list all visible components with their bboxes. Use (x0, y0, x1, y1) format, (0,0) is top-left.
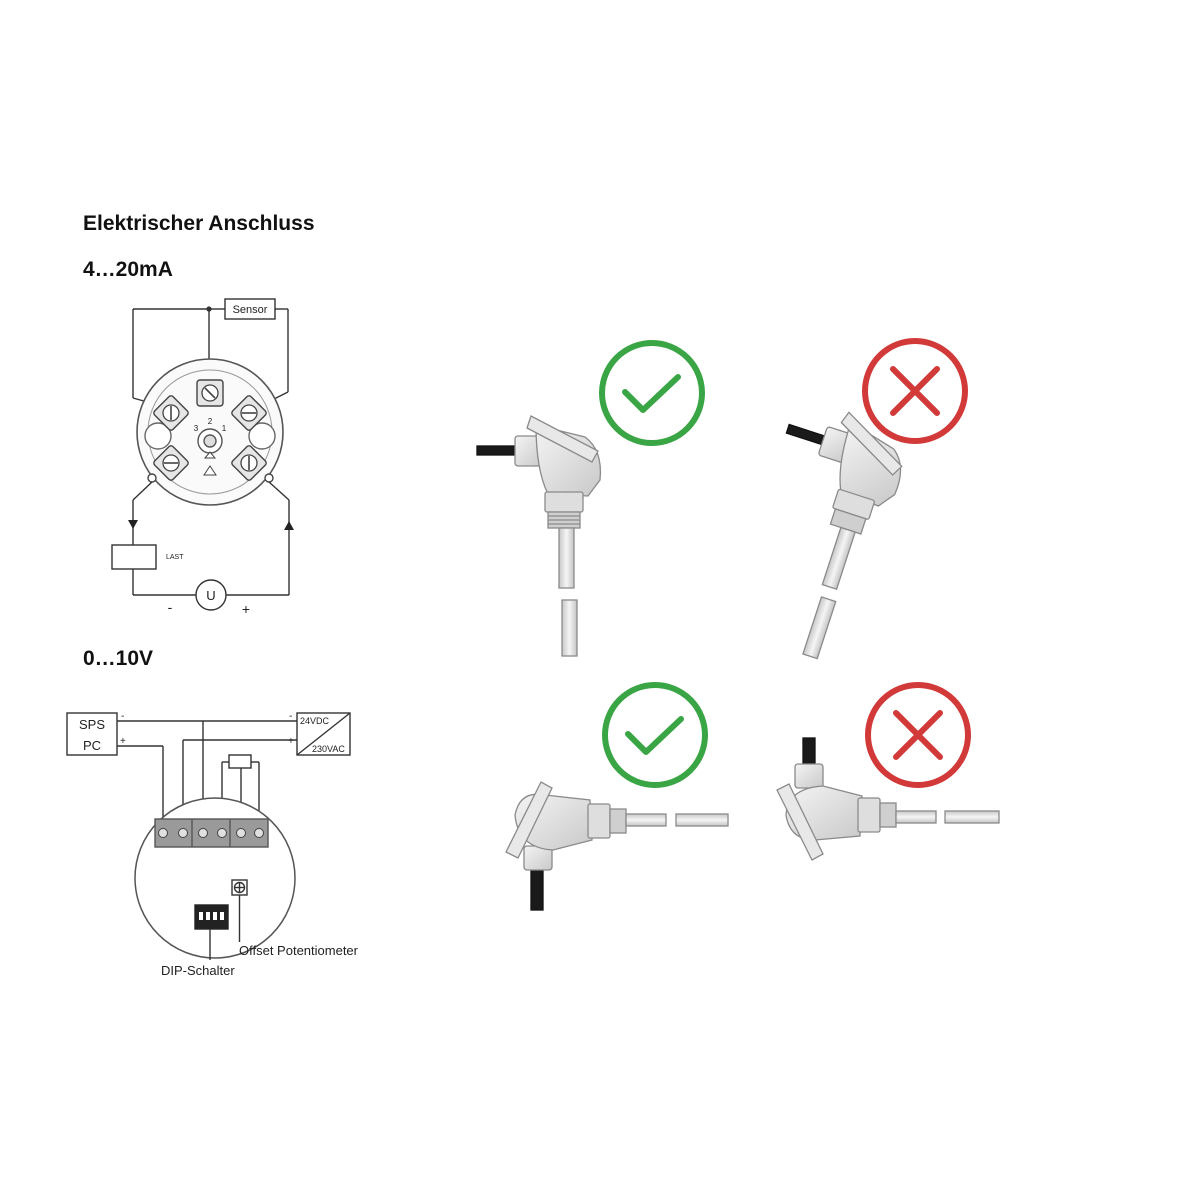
pc-label: PC (83, 738, 101, 753)
load-label: LAST (166, 554, 184, 561)
sps-label: SPS (79, 717, 105, 732)
mounting-status-icon-2 (862, 338, 968, 444)
mounting-status-icon-4 (865, 682, 971, 788)
plus-label: + (242, 601, 250, 617)
sps-minus-label: - (121, 711, 124, 722)
supply-top-label: 24VDC (300, 716, 330, 726)
supply-minus-label: - (289, 711, 292, 722)
supply-bottom-label: 230VAC (312, 744, 345, 754)
terminal-number-1: 1 (222, 424, 227, 433)
terminal-number-2: 2 (208, 417, 213, 426)
mounting-status-icon-1 (599, 340, 705, 446)
sensor-label: Sensor (233, 304, 268, 316)
mounting-example-3 (505, 781, 729, 911)
section-heading-current: 4…20mA (83, 258, 173, 281)
check-icon (602, 682, 708, 788)
mounting-status-icon-3 (602, 682, 708, 788)
page-title: Elektrischer Anschluss (83, 212, 315, 235)
mounting-example-4 (776, 737, 1000, 861)
voltage-output-diagram (66, 712, 351, 960)
voltage-diagram-labels: SPS PC - + - + 24VDC 230VAC DIP-Schalter… (79, 711, 359, 978)
terminal-screws (158, 828, 264, 838)
terminal-block (154, 818, 269, 848)
supply-plus-label: + (288, 736, 294, 747)
load-resistor (111, 544, 157, 570)
sps-plus-label: + (120, 736, 126, 747)
dip-switch-label: DIP-Schalter (161, 963, 235, 978)
offset-potentiometer-label: Offset Potentiometer (239, 943, 359, 958)
minus-label: - (168, 599, 173, 615)
mounting-example-1 (476, 415, 602, 657)
current-loop-labels: Sensor LAST U - + 3 2 1 (166, 304, 268, 617)
mounting-example-2 (785, 411, 903, 660)
current-loop-diagram (111, 298, 294, 611)
terminal-number-3: 3 (194, 424, 199, 433)
sps-pc-box (66, 712, 118, 756)
section-heading-voltage: 0…10V (83, 647, 154, 670)
source-label: U (206, 588, 215, 603)
check-icon (599, 340, 705, 446)
